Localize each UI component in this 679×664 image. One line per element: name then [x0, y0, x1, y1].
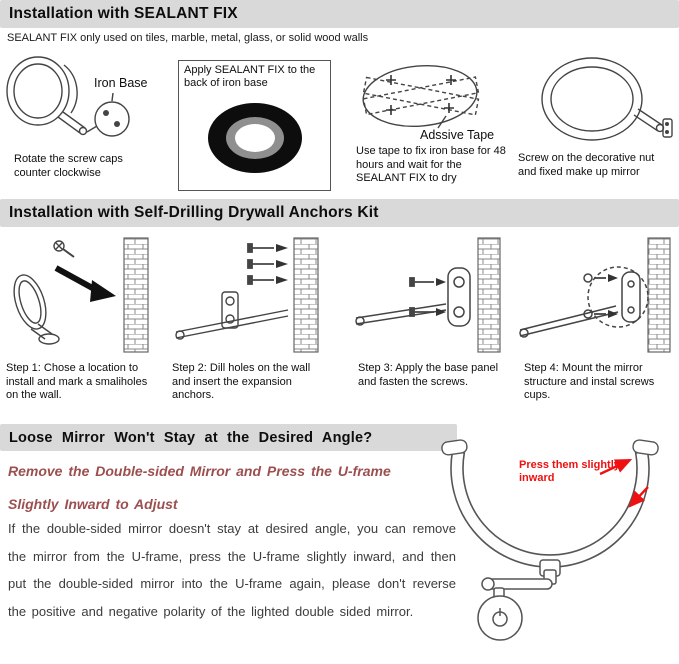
step2-illustration — [175, 237, 319, 353]
step1-illustration — [13, 237, 149, 353]
drywall-section-header: Installation with Self-Drilling Drywall … — [0, 199, 679, 227]
loose-body-text: If the double-sided mirror doesn't stay … — [8, 521, 456, 619]
drywall-title: Installation with Self-Drilling Drywall … — [9, 204, 379, 221]
step1-caption: Step 1: Chose a location to install and … — [6, 362, 148, 401]
step4-caption: Step 4: Mount the mirror structure and i… — [524, 362, 655, 401]
loose-subtitle: Remove the Double-sided Mirror and Press… — [8, 463, 391, 512]
adhesive-tape-label: Adssive Tape — [420, 128, 495, 142]
u-frame-illustration — [441, 439, 659, 641]
press-inward-annotation: Press them slightly inward — [519, 459, 620, 484]
sealant-title: Installation with SEALANT FIX — [9, 5, 238, 22]
adhesive-tape-illustration — [362, 65, 480, 129]
sealant-panel4-caption: Screw on the decorative nut and fixed ma… — [518, 152, 655, 178]
sealant-panel3-caption: Use tape to fix iron base for 48 hours a… — [356, 145, 506, 184]
mirror-arm-base-illustration — [6, 56, 130, 137]
sealant-ring-illustration — [207, 103, 302, 173]
sealant-apply-text: Apply SEALANT FIX to the back of iron ba… — [184, 64, 316, 89]
loose-title: Loose Mirror Won't Stay at the Desired A… — [9, 429, 373, 446]
sealant-panel1-caption: Rotate the screw caps counter clockwise — [14, 153, 123, 179]
step4-illustration — [519, 237, 671, 353]
loose-section-header: Loose Mirror Won't Stay at the Desired A… — [0, 424, 457, 451]
sealant-subtitle: SEALANT FIX only used on tiles, marble, … — [7, 32, 369, 44]
assembled-mirror-illustration — [541, 57, 673, 141]
step3-illustration — [355, 237, 501, 353]
step3-caption: Step 3: Apply the base panel and fasten … — [358, 362, 499, 388]
sealant-apply-box: Apply SEALANT FIX to the back of iron ba… — [178, 60, 331, 191]
step2-caption: Step 2: Dill holes on the wall and inser… — [172, 362, 311, 401]
iron-base-label: Iron Base — [94, 76, 148, 90]
sealant-section-header: Installation with SEALANT FIX — [0, 0, 679, 28]
